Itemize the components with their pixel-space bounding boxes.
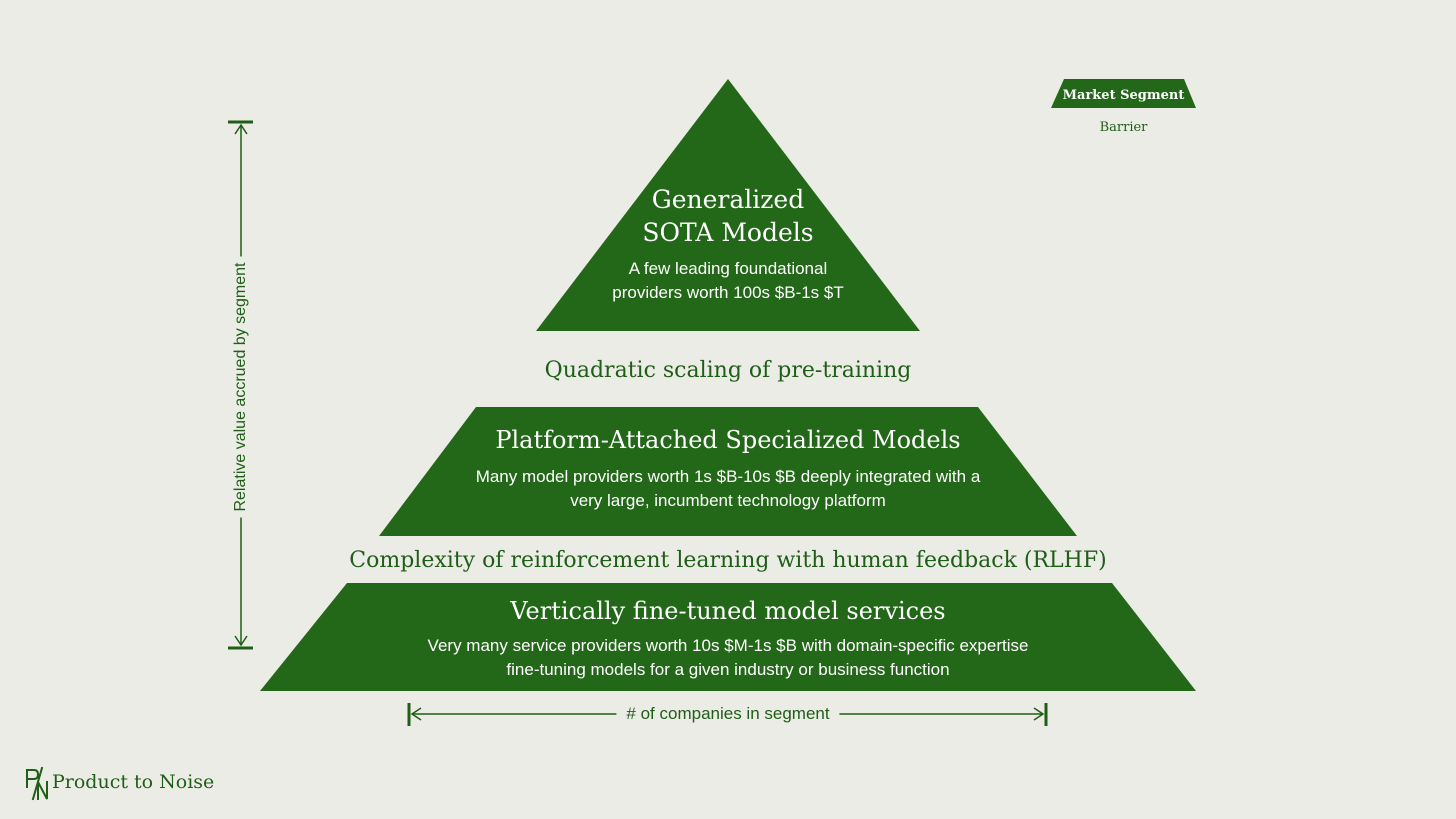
tier-3-desc-line-1: Very many service providers worth 10s $M… bbox=[427, 636, 1029, 655]
tier-1-title-line-2: SOTA Models bbox=[642, 218, 814, 247]
brand-logo-icon bbox=[26, 766, 48, 801]
tier-2-title: Platform-Attached Specialized Models bbox=[428, 424, 1028, 456]
tier-1-title-line-1: Generalized bbox=[651, 185, 805, 214]
tier-3-title: Vertically fine-tuned model services bbox=[428, 595, 1028, 627]
legend-segment-label: Market Segment bbox=[1062, 88, 1185, 103]
tier-3-title-line-1: Vertically fine-tuned model services bbox=[510, 597, 946, 625]
tier-3-desc-line-2: fine-tuning models for a given industry … bbox=[506, 660, 950, 679]
tier-2-desc-line-1: Many model providers worth 1s $B-10s $B … bbox=[475, 467, 981, 486]
tier-2-title-line-1: Platform-Attached Specialized Models bbox=[495, 426, 961, 454]
tier-1-shape bbox=[536, 79, 920, 331]
barrier-1-label: Quadratic scaling of pre-training bbox=[544, 358, 912, 383]
tier-1-desc-line-1: A few leading foundational bbox=[628, 259, 828, 278]
tier-1-description: A few leading foundational providers wor… bbox=[578, 257, 878, 305]
x-axis-label: # of companies in segment bbox=[616, 704, 840, 724]
tier-3-description: Very many service providers worth 10s $M… bbox=[328, 634, 1128, 682]
tier-2-description: Many model providers worth 1s $B-10s $B … bbox=[378, 465, 1078, 513]
tier-2-desc-line-2: very large, incumbent technology platfor… bbox=[570, 491, 886, 510]
tier-1-desc-line-2: providers worth 100s $B-1s $T bbox=[612, 283, 844, 302]
barrier-2-label: Complexity of reinforcement learning wit… bbox=[349, 548, 1107, 573]
legend-barrier-label: Barrier bbox=[1099, 120, 1148, 135]
tier-3-shape bbox=[260, 583, 1196, 691]
y-axis-label: Relative value accrued by segment bbox=[232, 256, 250, 518]
brand-name: Product to Noise bbox=[52, 771, 215, 793]
tier-2-shape bbox=[379, 407, 1077, 536]
legend-segment-swatch bbox=[1051, 79, 1196, 108]
tier-1-title: Generalized SOTA Models bbox=[578, 183, 878, 249]
